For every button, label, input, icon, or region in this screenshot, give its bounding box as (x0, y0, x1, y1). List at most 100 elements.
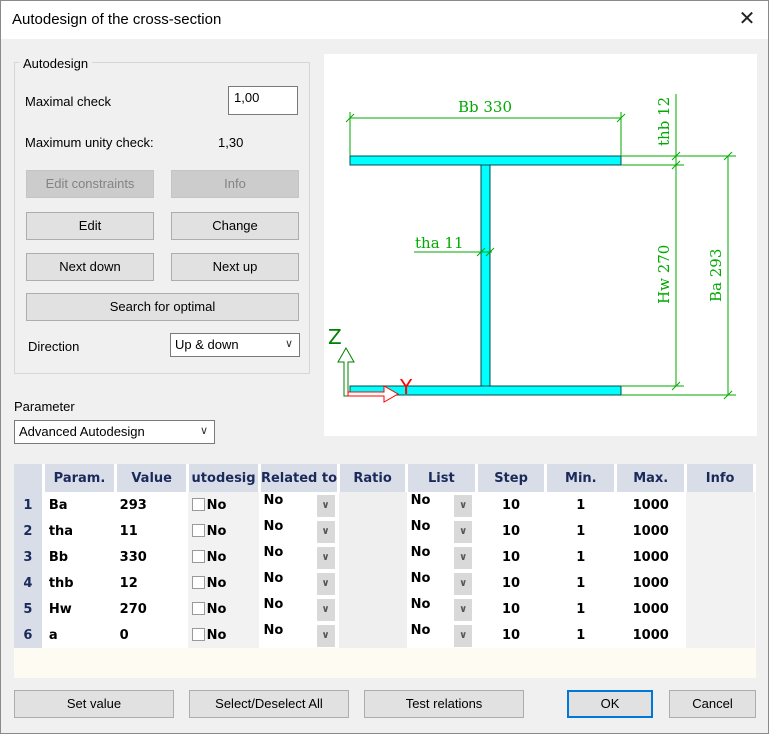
select-deselect-all-button[interactable]: Select/Deselect All (189, 690, 349, 718)
column-header[interactable]: List (406, 464, 478, 492)
chevron-down-icon[interactable]: ∨ (316, 521, 335, 543)
min-cell[interactable]: 1 (545, 492, 616, 518)
step-cell[interactable]: 10 (476, 518, 546, 544)
close-icon[interactable]: ✕ (738, 8, 756, 30)
param-cell[interactable]: Bb (43, 544, 116, 570)
param-cell[interactable]: Ba (43, 492, 116, 518)
chevron-down-icon[interactable]: ∨ (454, 625, 473, 647)
chevron-down-icon[interactable]: ∨ (316, 625, 335, 647)
value-cell[interactable]: 293 (115, 492, 188, 518)
list-cell[interactable]: ∨No (406, 570, 477, 596)
min-cell[interactable]: 1 (545, 544, 616, 570)
row-number[interactable]: 4 (14, 570, 45, 596)
chevron-down-icon[interactable]: ∨ (454, 521, 473, 543)
parameter-select[interactable]: Advanced Autodesign ∨ (14, 420, 215, 444)
autodesign-cell[interactable]: No (187, 570, 260, 596)
chevron-down-icon[interactable]: ∨ (454, 495, 473, 517)
related-cell[interactable]: ∨No (259, 544, 339, 570)
min-cell[interactable]: 1 (545, 622, 616, 648)
autodesign-checkbox[interactable] (191, 549, 205, 563)
value-cell[interactable]: 12 (115, 570, 188, 596)
value-cell[interactable]: 0 (115, 622, 188, 648)
list-cell[interactable]: ∨No (406, 622, 477, 648)
autodesign-checkbox[interactable] (191, 601, 205, 615)
edit-constraints-button[interactable]: Edit constraints (26, 170, 154, 198)
cancel-button[interactable]: Cancel (669, 690, 756, 718)
column-header[interactable]: Related to (259, 464, 341, 492)
column-header[interactable]: Value (115, 464, 190, 492)
next-up-button[interactable]: Next up (171, 253, 299, 281)
column-header[interactable]: Info (685, 464, 756, 492)
chevron-down-icon[interactable]: ∨ (316, 495, 335, 517)
maximal-check-input[interactable]: 1,00 (228, 86, 298, 115)
chevron-down-icon[interactable]: ∨ (454, 599, 473, 621)
param-cell[interactable]: tha (43, 518, 116, 544)
column-header[interactable]: Param. (43, 464, 118, 492)
list-cell[interactable]: ∨No (406, 492, 477, 518)
max-cell[interactable]: 1000 (615, 492, 686, 518)
next-down-button[interactable]: Next down (26, 253, 154, 281)
list-cell[interactable]: ∨No (406, 596, 477, 622)
autodesign-cell[interactable]: No (187, 596, 260, 622)
row-number[interactable]: 2 (14, 518, 45, 544)
test-relations-button[interactable]: Test relations (364, 690, 524, 718)
min-cell[interactable]: 1 (545, 596, 616, 622)
row-number[interactable]: 5 (14, 596, 45, 622)
list-cell[interactable]: ∨No (406, 544, 477, 570)
change-button[interactable]: Change (171, 212, 299, 240)
related-cell[interactable]: ∨No (259, 570, 339, 596)
direction-select[interactable]: Up & down ∨ (170, 333, 300, 357)
value-cell[interactable]: 330 (115, 544, 188, 570)
min-cell[interactable]: 1 (545, 518, 616, 544)
param-cell[interactable]: thb (43, 570, 116, 596)
chevron-down-icon[interactable]: ∨ (454, 573, 473, 595)
autodesign-checkbox[interactable] (191, 497, 205, 511)
step-cell[interactable]: 10 (476, 492, 546, 518)
step-cell[interactable]: 10 (476, 544, 546, 570)
autodesign-cell[interactable]: No (187, 622, 260, 648)
column-header[interactable]: Min. (545, 464, 618, 492)
search-optimal-button[interactable]: Search for optimal (26, 293, 299, 321)
related-cell[interactable]: ∨No (259, 518, 339, 544)
step-cell[interactable]: 10 (476, 570, 546, 596)
edit-button[interactable]: Edit (26, 212, 154, 240)
chevron-down-icon[interactable]: ∨ (316, 599, 335, 621)
chevron-down-icon[interactable]: ∨ (454, 547, 473, 569)
value-cell[interactable]: 270 (115, 596, 188, 622)
max-cell[interactable]: 1000 (615, 596, 686, 622)
related-cell[interactable]: ∨No (259, 492, 339, 518)
max-cell[interactable]: 1000 (615, 622, 686, 648)
row-number[interactable]: 6 (14, 622, 45, 648)
param-cell[interactable]: a (43, 622, 116, 648)
chevron-down-icon[interactable]: ∨ (316, 547, 335, 569)
step-cell[interactable]: 10 (476, 596, 546, 622)
autodesign-checkbox[interactable] (191, 523, 205, 537)
min-cell[interactable]: 1 (545, 570, 616, 596)
related-cell[interactable]: ∨No (259, 596, 339, 622)
list-cell[interactable]: ∨No (406, 518, 477, 544)
set-value-button[interactable]: Set value (14, 690, 174, 718)
autodesign-checkbox[interactable] (191, 627, 205, 641)
autodesign-checkbox[interactable] (191, 575, 205, 589)
autodesign-cell[interactable]: No (187, 518, 260, 544)
value-cell[interactable]: 11 (115, 518, 188, 544)
step-cell[interactable]: 10 (476, 622, 546, 648)
row-number[interactable]: 3 (14, 544, 45, 570)
related-cell[interactable]: ∨No (259, 622, 339, 648)
column-header[interactable]: Max. (615, 464, 688, 492)
chevron-down-icon[interactable]: ∨ (316, 573, 335, 595)
autodesign-cell[interactable]: No (187, 492, 260, 518)
column-header[interactable]: Ratio (338, 464, 409, 492)
max-cell[interactable]: 1000 (615, 518, 686, 544)
autodesign-cell[interactable]: No (187, 544, 260, 570)
column-header[interactable]: utodesig (187, 464, 261, 492)
column-header[interactable]: Step (476, 464, 548, 492)
max-cell[interactable]: 1000 (615, 544, 686, 570)
row-number[interactable]: 1 (14, 492, 45, 518)
info-button[interactable]: Info (171, 170, 299, 198)
